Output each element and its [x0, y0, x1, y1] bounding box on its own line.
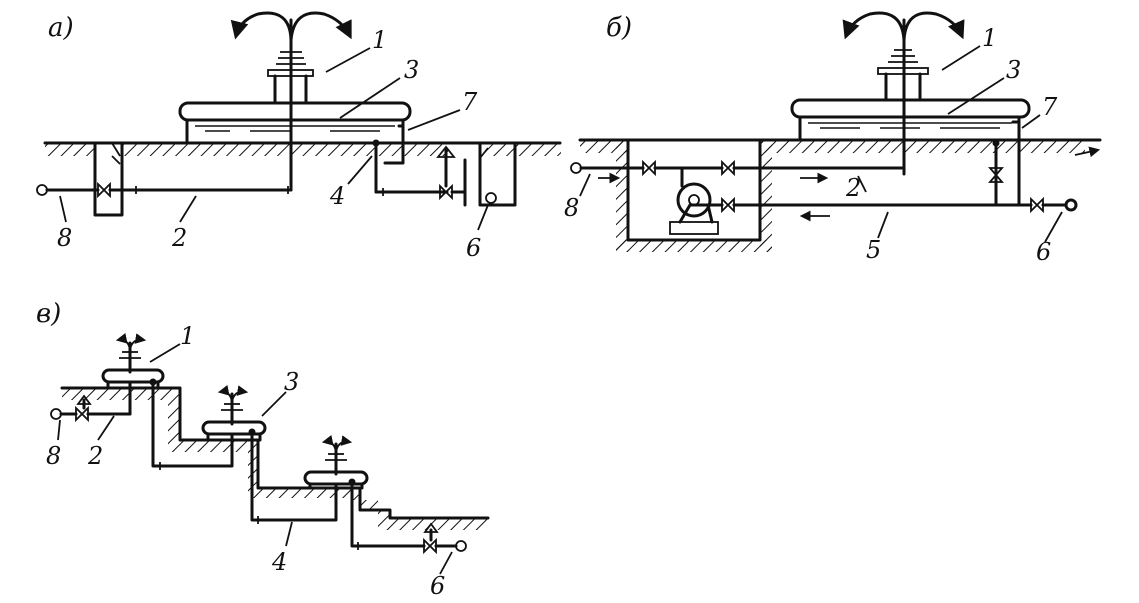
panel-a-label-3: 3 — [404, 56, 419, 84]
panel-b: б) — [564, 11, 1102, 266]
panel-v-supply-pipe — [50, 380, 132, 423]
panel-a-supply-pipe — [36, 181, 293, 199]
panel-a-label-6: 6 — [466, 234, 481, 262]
pump — [669, 166, 724, 235]
panel-b-return-pipe — [721, 120, 1101, 222]
panel-v-label-8: 8 — [46, 442, 61, 470]
panel-v-leaders — [57, 343, 453, 575]
cascade-fountain-3 — [303, 435, 369, 490]
panel-v-label-1: 1 — [180, 322, 195, 350]
panel-a-ground — [43, 141, 562, 156]
panel-b-label-2: 2 — [845, 174, 861, 202]
panel-b-label-8: 8 — [564, 194, 579, 222]
panel-b-pool — [790, 98, 1031, 142]
panel-v-label-3: 3 — [284, 368, 299, 396]
panel-b-pump-chamber — [616, 138, 772, 252]
panel-a: а) — [36, 11, 562, 262]
panel-v-letter: в) — [36, 299, 61, 329]
panel-a-supply-well — [93, 141, 124, 217]
panel-b-letter: б) — [606, 13, 632, 43]
panel-b-leaders — [579, 45, 1063, 243]
panel-b-label-5: 5 — [866, 236, 881, 264]
panel-v-label-4: 4 — [271, 548, 287, 576]
panel-a-label-2: 2 — [171, 224, 187, 252]
panel-a-letter: а) — [48, 13, 74, 43]
cascade-fountain-2 — [201, 385, 267, 442]
panel-a-fountain-nozzle — [230, 11, 352, 192]
panel-b-ground — [578, 138, 1102, 153]
panel-v-transfer-pipes — [149, 378, 467, 555]
panel-b-label-1: 1 — [982, 24, 997, 52]
panel-a-leaders — [59, 47, 489, 231]
panel-b-label-7: 7 — [1042, 93, 1058, 121]
cascade-fountain-1 — [101, 333, 165, 390]
panel-b-label-6: 6 — [1036, 238, 1051, 266]
panel-b-fountain-nozzle — [842, 11, 965, 176]
panel-a-pool — [178, 101, 412, 145]
panel-v-label-2: 2 — [87, 442, 103, 470]
panel-a-label-8: 8 — [57, 224, 72, 252]
panel-v-label-6: 6 — [430, 572, 445, 600]
panel-a-label-1: 1 — [372, 26, 387, 54]
panel-a-drain-system — [372, 124, 517, 207]
panel-v-terraced-ground — [60, 386, 490, 530]
panel-b-supply-pipe — [570, 159, 906, 184]
panel-a-label-4: 4 — [329, 182, 345, 210]
panel-a-label-7: 7 — [462, 88, 478, 116]
panel-b-label-3: 3 — [1006, 56, 1021, 84]
panel-v: в) — [36, 299, 490, 600]
